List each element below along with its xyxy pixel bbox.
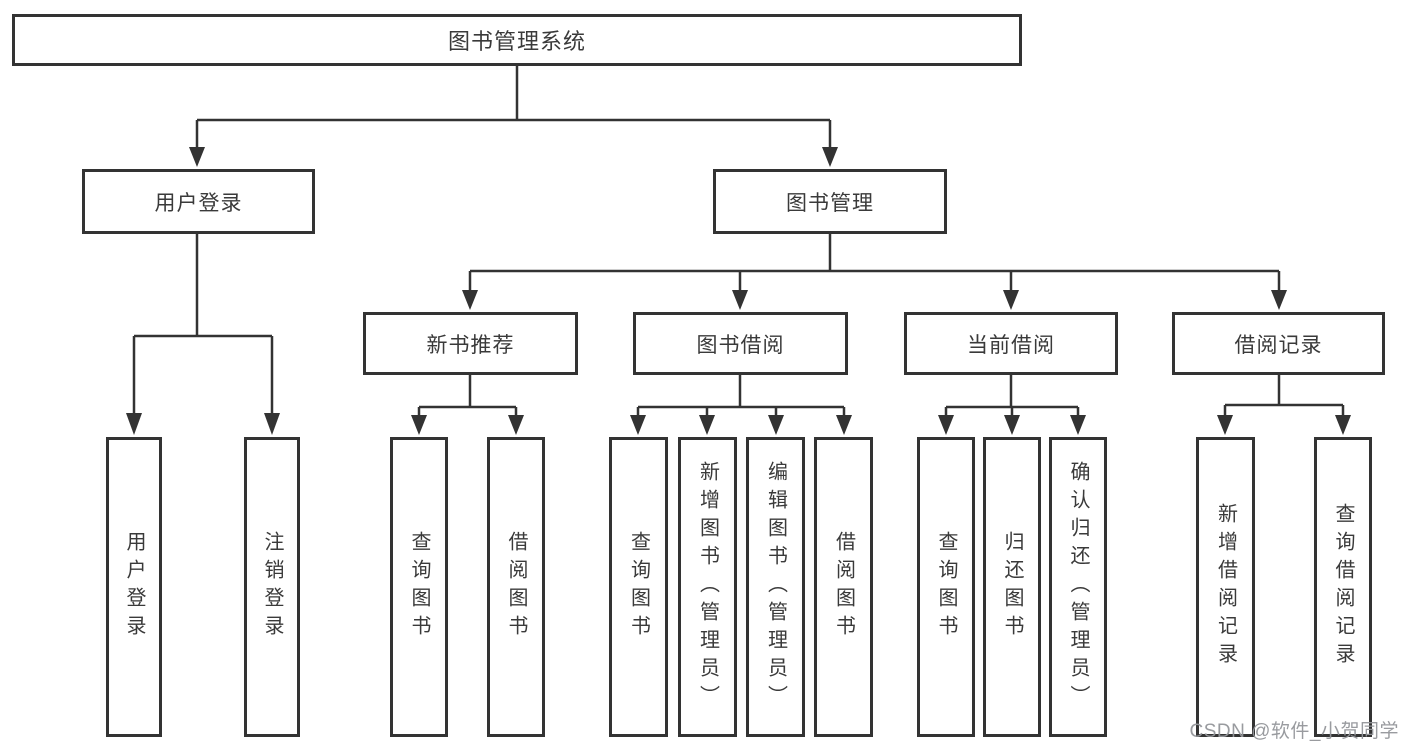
leaf-logout: 注销登录	[244, 437, 300, 737]
leaf-edit-books-admin-label: 编辑图书（管理员）	[764, 461, 787, 713]
leaf-borrowing-query-books: 查询图书	[609, 437, 668, 737]
leaf-add-borrow-record-label: 新增借阅记录	[1214, 503, 1237, 671]
node-borrowing-records: 借阅记录	[1172, 312, 1385, 375]
node-borrowing-records-label: 借阅记录	[1234, 333, 1323, 357]
leaf-recommend-query-books-label: 查询图书	[408, 531, 430, 643]
leaf-borrowing-borrow-books: 借阅图书	[814, 437, 873, 737]
watermark-text: CSDN @软件_小贺同学	[1189, 721, 1399, 742]
node-book-borrowing-label: 图书借阅	[696, 333, 785, 357]
leaf-add-books-admin-label: 新增图书（管理员）	[696, 461, 719, 713]
leaf-confirm-return-admin: 确认归还（管理员）	[1049, 437, 1107, 737]
leaf-confirm-return-admin-label: 确认归还（管理员）	[1067, 461, 1089, 713]
node-book-management: 图书管理	[713, 169, 947, 234]
leaf-query-borrow-record-label: 查询借阅记录	[1332, 503, 1354, 671]
node-current-borrowing: 当前借阅	[904, 312, 1118, 375]
leaf-add-books-admin: 新增图书（管理员）	[678, 437, 737, 737]
leaf-return-books-label: 归还图书	[1001, 531, 1023, 643]
leaf-recommend-query-books: 查询图书	[390, 437, 448, 737]
node-book-borrowing: 图书借阅	[633, 312, 848, 375]
node-library-system: 图书管理系统	[12, 14, 1022, 66]
leaf-borrowing-query-books-label: 查询图书	[627, 531, 650, 643]
leaf-add-borrow-record: 新增借阅记录	[1196, 437, 1255, 737]
node-book-management-label: 图书管理	[786, 191, 874, 215]
leaf-return-books: 归还图书	[983, 437, 1041, 737]
leaf-edit-books-admin: 编辑图书（管理员）	[746, 437, 805, 737]
leaf-current-query-books-label: 查询图书	[935, 531, 957, 643]
leaf-recommend-borrow-books: 借阅图书	[487, 437, 545, 737]
leaf-borrowing-borrow-books-label: 借阅图书	[832, 531, 855, 643]
node-new-book-recommend-label: 新书推荐	[426, 333, 515, 357]
leaf-current-query-books: 查询图书	[917, 437, 975, 737]
leaf-user-login: 用户登录	[106, 437, 162, 737]
node-current-borrowing-label: 当前借阅	[967, 333, 1055, 357]
node-library-system-label: 图书管理系统	[447, 29, 586, 54]
node-user-login-label: 用户登录	[154, 191, 243, 215]
node-new-book-recommend: 新书推荐	[363, 312, 578, 375]
leaf-recommend-borrow-books-label: 借阅图书	[505, 531, 527, 643]
leaf-query-borrow-record: 查询借阅记录	[1314, 437, 1372, 737]
leaf-logout-label: 注销登录	[261, 531, 283, 643]
leaf-user-login-label: 用户登录	[123, 531, 145, 643]
node-user-login: 用户登录	[82, 169, 315, 234]
